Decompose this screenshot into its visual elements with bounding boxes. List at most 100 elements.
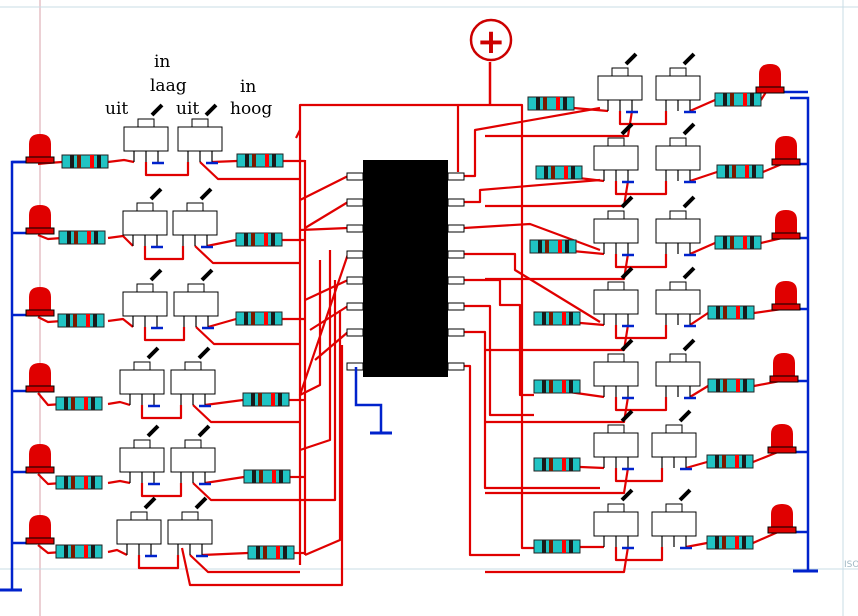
ic-pin-left (346, 172, 364, 181)
ground-rails (0, 90, 818, 592)
wire (304, 310, 342, 557)
wire (464, 304, 534, 417)
switch (177, 103, 223, 165)
resistor (716, 164, 764, 179)
switch (593, 409, 639, 471)
ic-pin-left (346, 328, 364, 337)
led-icon (25, 287, 55, 317)
wire (298, 103, 490, 565)
wire (206, 238, 237, 248)
label-in-laag-1: in (154, 52, 170, 72)
resistor (235, 311, 283, 326)
wire (107, 548, 128, 556)
switch (593, 266, 639, 328)
switch (122, 187, 168, 249)
switch (593, 195, 639, 257)
resistor (235, 232, 283, 247)
wire (464, 364, 520, 557)
wire (140, 405, 183, 420)
switch (655, 338, 701, 400)
resistor (533, 539, 581, 554)
led-icon (25, 444, 55, 474)
switch (593, 338, 639, 400)
wire (107, 317, 134, 328)
ic-pins (346, 172, 465, 371)
led-icon (767, 504, 797, 534)
wire (685, 460, 708, 470)
wire (143, 327, 186, 342)
wire (614, 181, 668, 196)
led-icon (25, 205, 55, 235)
wire (614, 325, 668, 340)
switch (116, 496, 162, 558)
wire (485, 180, 630, 208)
wire (689, 385, 709, 398)
resistor (707, 378, 755, 393)
wire (485, 396, 630, 424)
wire (107, 400, 131, 407)
wire (300, 280, 337, 502)
resistor (535, 165, 583, 180)
wire (192, 482, 300, 502)
wire (304, 279, 349, 301)
switch (122, 268, 168, 330)
ic-chip (363, 160, 448, 377)
switch (651, 409, 697, 471)
led-icon (767, 424, 797, 454)
switch (597, 52, 643, 114)
led-icon (25, 515, 55, 545)
resistor (242, 392, 290, 407)
wire (685, 541, 708, 549)
wire (614, 468, 664, 483)
wire (464, 330, 600, 490)
led-icon (771, 281, 801, 311)
resistor (527, 96, 575, 111)
wire (614, 547, 664, 562)
label-uit-mid: uit (176, 99, 199, 119)
resistor (61, 154, 109, 169)
wire (618, 111, 668, 126)
wire (199, 161, 300, 181)
switch (119, 346, 165, 408)
label-uit-left: uit (105, 99, 128, 119)
switch (173, 268, 219, 330)
switch (167, 496, 213, 558)
wire (485, 324, 630, 352)
wire (464, 252, 601, 323)
switch (593, 488, 639, 550)
wire (464, 278, 534, 397)
led-icon (25, 134, 55, 164)
label-in-hoog-2: hoog (230, 99, 272, 119)
resistor (55, 544, 103, 559)
ic-ground (354, 367, 392, 435)
ic-pin-left (346, 276, 364, 285)
corner-fragment: ISO (844, 560, 858, 570)
wire (689, 170, 718, 183)
ic-pin-right (447, 250, 465, 259)
wire (143, 246, 185, 261)
resistor (58, 230, 106, 245)
wire (107, 234, 134, 247)
wire (37, 316, 63, 324)
wire (299, 175, 349, 201)
wire (107, 479, 131, 485)
wire (464, 178, 601, 204)
wire (485, 253, 630, 281)
led-icon (25, 363, 55, 393)
supply-plus-symbol: + (469, 18, 513, 105)
ic-pin-right (447, 198, 465, 207)
wire (485, 110, 634, 138)
resistor (243, 469, 291, 484)
wire (485, 467, 630, 495)
wire (144, 162, 190, 177)
resistor (55, 396, 103, 411)
ic-pin-left (346, 250, 364, 259)
resistor (706, 535, 754, 550)
wire (309, 305, 349, 331)
wire (464, 106, 601, 178)
ic-pin-right (447, 172, 465, 181)
ic-pin-right (447, 224, 465, 233)
wire (204, 475, 245, 485)
wire (137, 555, 180, 570)
